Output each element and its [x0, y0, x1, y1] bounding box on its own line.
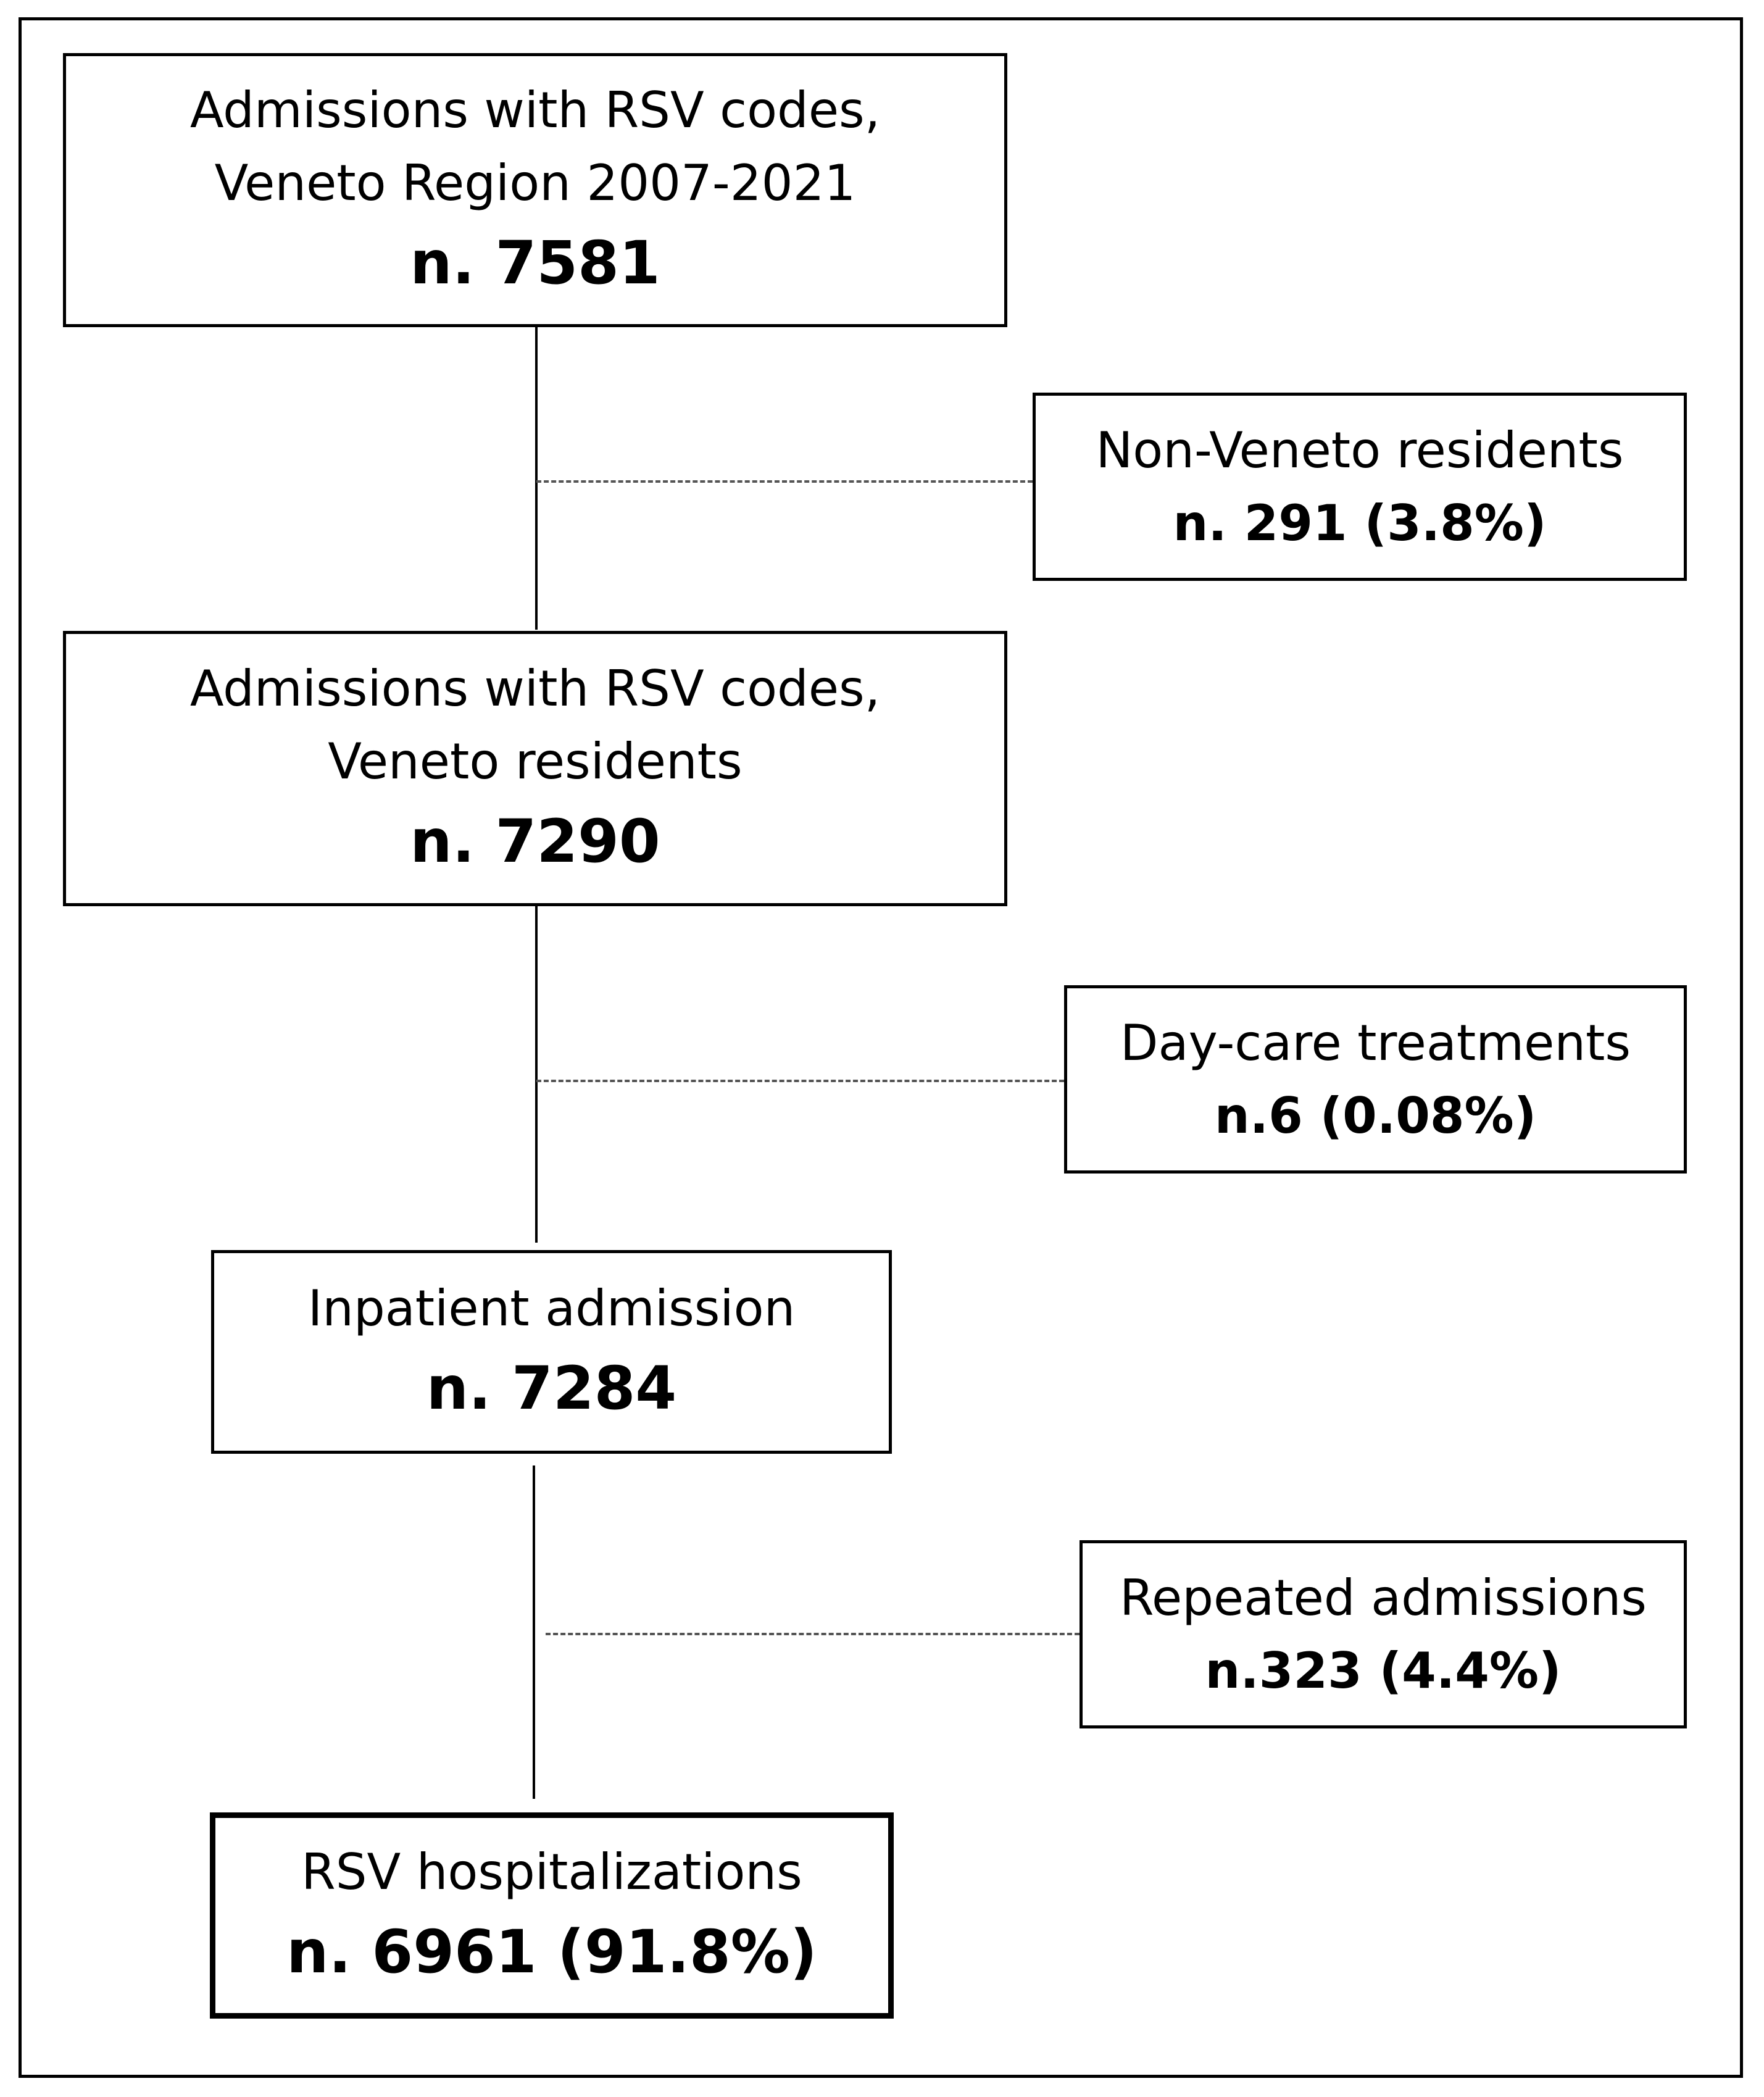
box1-line2: Veneto Region 2007-2021	[214, 154, 856, 212]
connector-box2-box3	[535, 906, 538, 1243]
exclusion-repeated-admissions: Repeated admissions n.323 (4.4%)	[1080, 1540, 1687, 1728]
exclusion3-count: n.323 (4.4%)	[1205, 1641, 1562, 1699]
exclusion1-count: n. 291 (3.8%)	[1173, 494, 1547, 552]
box4-line1: RSV hospitalizations	[301, 1843, 802, 1901]
box1-count-value: 7581	[495, 228, 660, 298]
box3-count: n. 7284	[426, 1345, 676, 1432]
diagram-frame	[19, 17, 1743, 2078]
box1-line1: Admissions with RSV codes,	[189, 81, 881, 139]
exclusion2-count: n.6 (0.08%)	[1214, 1086, 1537, 1144]
box3-count-value: 7284	[512, 1354, 677, 1423]
connector-box3-box4	[533, 1465, 535, 1799]
connector-box1-box2	[535, 327, 538, 630]
box1-count-prefix: n.	[410, 228, 496, 298]
box-admissions-veneto-region: Admissions with RSV codes, Veneto Region…	[63, 53, 1007, 327]
box2-count-prefix: n.	[410, 807, 496, 876]
exclusion2-label: Day-care treatments	[1120, 1014, 1631, 1072]
box4-count-prefix: n.	[286, 1917, 372, 1987]
box1-count: n. 7581	[410, 220, 660, 306]
box-rsv-hospitalizations: RSV hospitalizations n. 6961 (91.8%)	[210, 1812, 894, 2019]
box3-count-prefix: n.	[426, 1354, 512, 1423]
box2-count: n. 7290	[410, 798, 660, 885]
box4-count-value: 6961 (91.8%)	[372, 1917, 817, 1987]
box4-count: n. 6961 (91.8%)	[286, 1909, 817, 1995]
box2-line1: Admissions with RSV codes,	[189, 660, 881, 717]
exclusion3-label: Repeated admissions	[1120, 1569, 1647, 1627]
exclusion-non-veneto-residents: Non-Veneto residents n. 291 (3.8%)	[1033, 393, 1687, 581]
box2-line2: Veneto residents	[328, 733, 743, 790]
box-admissions-veneto-residents: Admissions with RSV codes, Veneto reside…	[63, 631, 1007, 906]
connector-exclusion3	[546, 1633, 1080, 1635]
exclusion-day-care-treatments: Day-care treatments n.6 (0.08%)	[1064, 985, 1687, 1174]
exclusion1-label: Non-Veneto residents	[1096, 421, 1624, 479]
connector-exclusion1	[536, 480, 1033, 483]
connector-exclusion2	[536, 1080, 1064, 1082]
box2-count-value: 7290	[495, 807, 660, 876]
box-inpatient-admission: Inpatient admission n. 7284	[211, 1250, 892, 1454]
box3-line1: Inpatient admission	[307, 1280, 796, 1337]
